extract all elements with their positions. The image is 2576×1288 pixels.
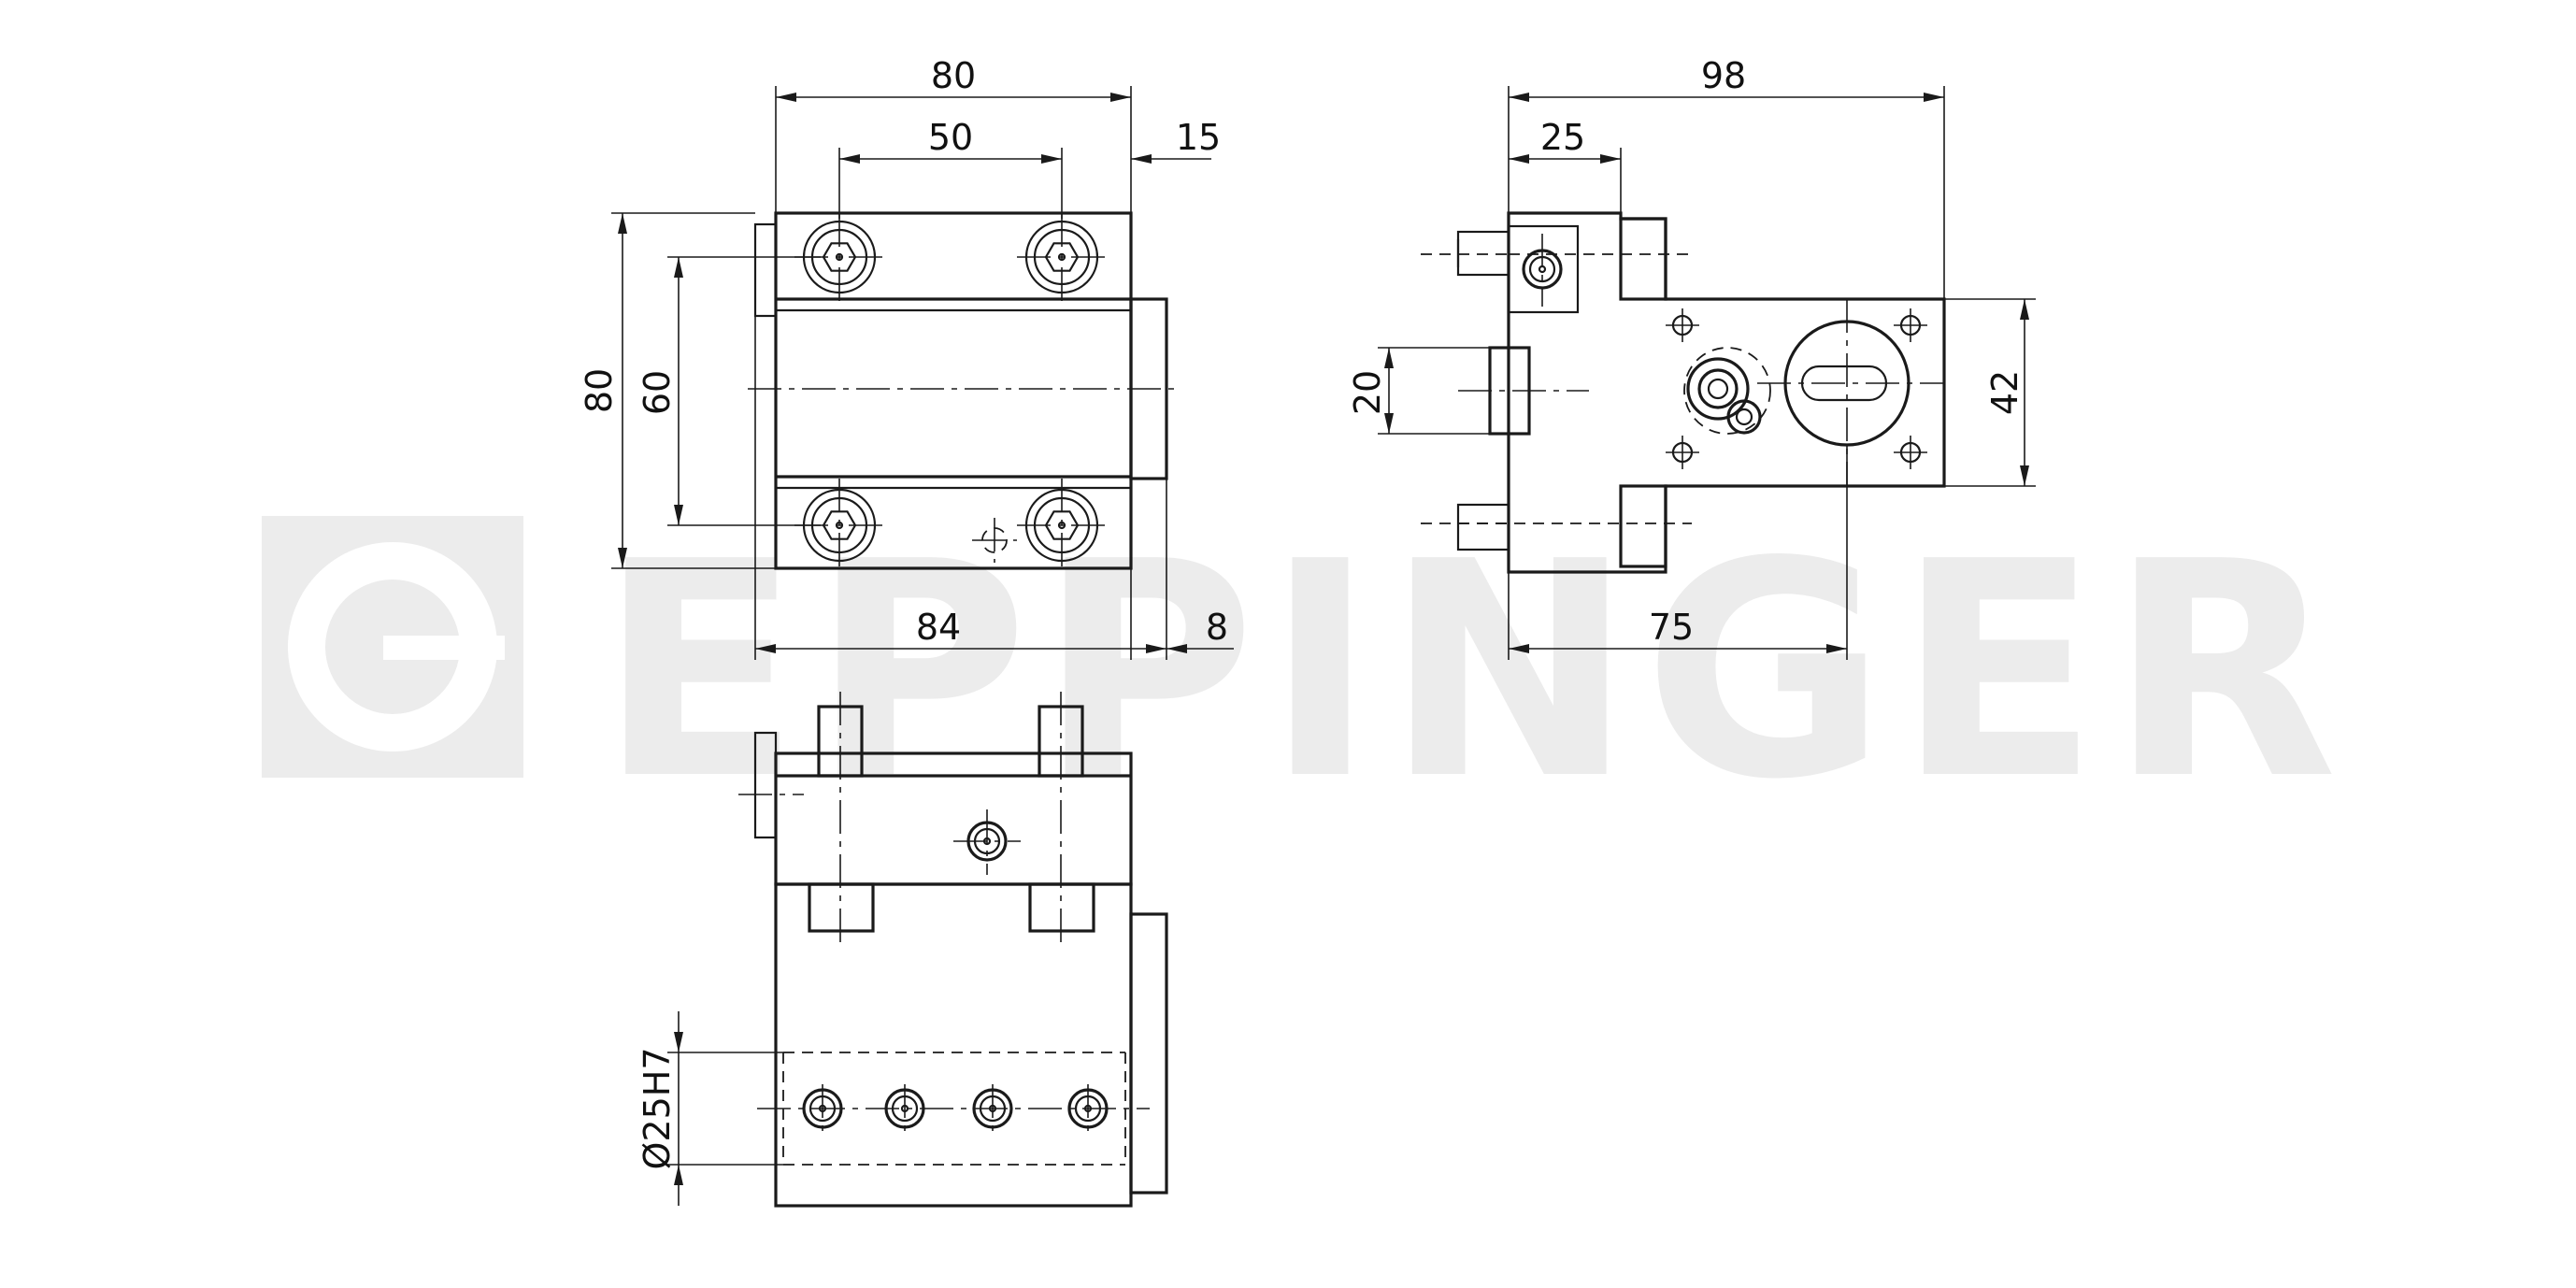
dim-side-left-offset: 25 (1540, 117, 1585, 158)
side-fitting-small (1726, 399, 1762, 435)
dim-side-height: 42 (1984, 370, 2025, 415)
bottom-right-flange (1129, 912, 1168, 1195)
front-view-dimensions: 80 50 15 80 60 84 8 (579, 55, 1234, 660)
side-hole-bottom-left (1666, 436, 1699, 469)
dim-front-total-depth: 84 (916, 607, 961, 648)
dim-front-bolt-spacing: 50 (928, 117, 973, 158)
side-view-dimensions: 98 25 20 42 75 (1347, 55, 2036, 660)
dim-bottom-bore: Ø25H7 (637, 1047, 678, 1169)
dim-front-height: 80 (579, 368, 620, 413)
bottom-screw-1 (802, 1084, 843, 1135)
side-hole-top-right (1894, 308, 1927, 342)
bottom-view (738, 692, 1168, 1208)
side-right-block-bottom (1619, 484, 1667, 568)
side-right-block-top (1619, 217, 1667, 301)
dim-front-offset: 15 (1176, 117, 1221, 158)
dim-side-slot: 20 (1347, 370, 1388, 415)
bottom-screw-2 (884, 1084, 925, 1135)
dim-front-flange: 8 (1206, 607, 1228, 648)
side-view (1421, 211, 1946, 574)
dim-front-width: 80 (931, 55, 976, 96)
watermark-brand-text: EPPINGER (598, 498, 2347, 844)
dim-side-base: 75 (1649, 607, 1694, 648)
dim-side-total: 98 (1701, 55, 1746, 96)
bottom-screw-4 (1067, 1084, 1109, 1135)
bottom-key-left (808, 882, 875, 933)
bottom-view-dimensions: Ø25H7 (637, 1011, 783, 1206)
side-fitting-outline (1683, 347, 1771, 435)
dim-front-bolt-vertical: 60 (637, 370, 678, 415)
side-top-boss (1507, 224, 1580, 314)
bottom-screw-3 (972, 1084, 1013, 1135)
side-top-pin (1456, 230, 1510, 277)
side-hole-top-left (1666, 308, 1699, 342)
side-hole-bottom-right (1894, 436, 1927, 469)
bottom-key-right (1028, 882, 1095, 933)
side-fitting-outer (1686, 357, 1750, 421)
bottom-left-tab (753, 731, 778, 839)
watermark: EPPINGER (262, 498, 2347, 844)
front-left-tab (753, 222, 778, 318)
side-bottom-pin (1456, 503, 1510, 551)
front-view (748, 211, 1178, 572)
